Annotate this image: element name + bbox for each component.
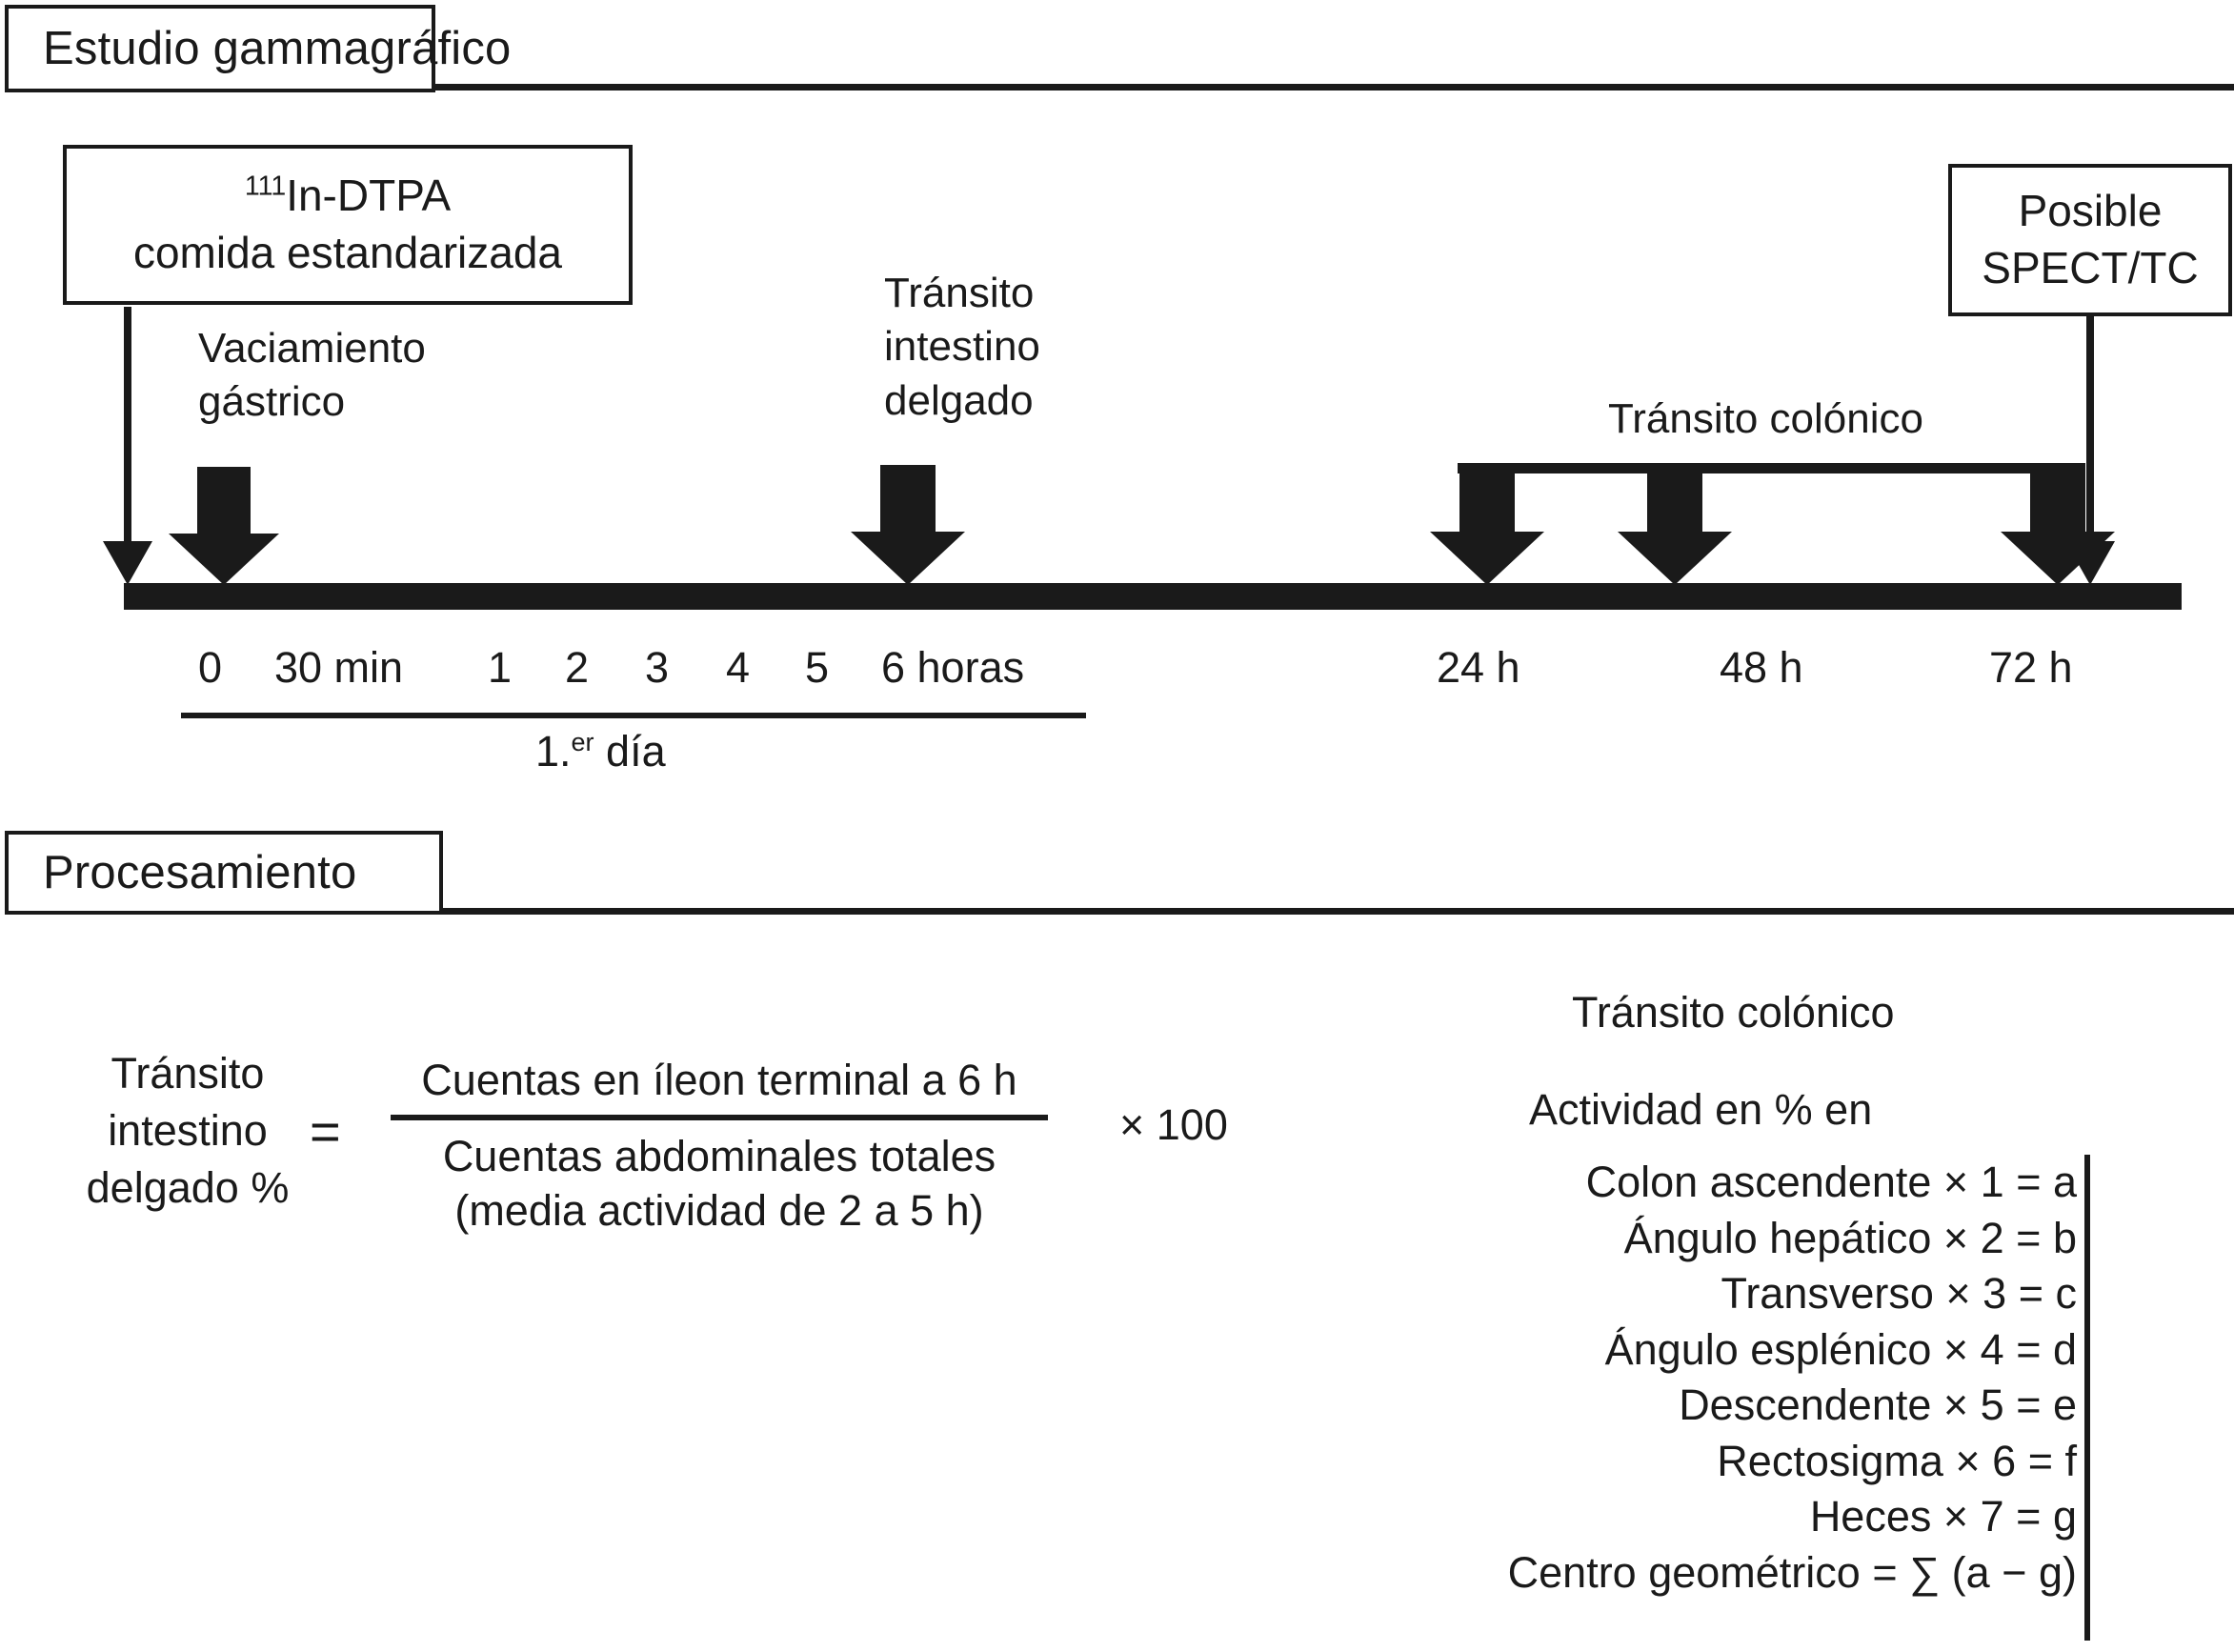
- tick-30min: 30 min: [274, 643, 404, 692]
- meal-ingestion-arrow: [103, 307, 152, 585]
- day-one-label: 1.er día: [535, 727, 666, 776]
- small-bowel-transit-label: Tránsito intestino delgado: [884, 270, 1040, 424]
- tick-24h: 24 h: [1437, 643, 1520, 692]
- tracer-line-1: 111In-DTPA: [245, 168, 451, 225]
- colonic-scoring-brace-line: [2084, 1155, 2090, 1641]
- small-bowel-fraction: Cuentas en íleon terminal a 6 h Cuentas …: [391, 1053, 1048, 1239]
- study-section-title: Estudio gammagráfico: [43, 22, 512, 74]
- tick-72h: 72 h: [1989, 643, 2073, 692]
- day-one-suffix: día: [594, 727, 666, 776]
- tick-3h: 3: [645, 643, 670, 692]
- tick-48h: 48 h: [1720, 643, 1803, 692]
- small-bowel-multiplier: × 100: [1119, 1100, 1228, 1149]
- colonic-row-rectosigma: Rectosigma × 6 = f: [1717, 1436, 2077, 1485]
- colonic-48h-arrow: [1618, 463, 1732, 585]
- tracer-name: In-DTPA: [286, 171, 452, 221]
- colonic-transit-label: Tránsito colónico: [1608, 395, 1923, 442]
- colonic-scoring-subtitle: Actividad en % en: [1529, 1085, 1873, 1134]
- day-one-ordinal-sup: er: [571, 728, 594, 756]
- gastric-emptying-arrow: [169, 467, 279, 585]
- tick-5h: 5: [805, 643, 830, 692]
- colonic-row-splenic: Ángulo esplénico × 4 = d: [1604, 1324, 2077, 1374]
- tick-0: 0: [198, 643, 223, 692]
- tick-6h: 6 horas: [881, 643, 1025, 692]
- colonic-row-descending: Descendente × 5 = e: [1679, 1380, 2077, 1429]
- small-bowel-formula-lhs: Tránsito intestino delgado %: [86, 1049, 290, 1212]
- colonic-row-geometric-center: Centro geométrico = ∑ (a − g): [1507, 1547, 2077, 1597]
- fraction-denominator: Cuentas abdominales totales (media activ…: [442, 1131, 996, 1236]
- fraction-numerator: Cuentas en íleon terminal a 6 h: [421, 1056, 1017, 1104]
- processing-section-rule: [429, 908, 2234, 915]
- spect-line-1: Posible: [2018, 186, 2163, 236]
- colonic-scoring-title: Tránsito colónico: [1572, 988, 1895, 1037]
- colonic-row-ascending: Colon ascendente × 1 = a: [1585, 1158, 2077, 1206]
- tick-2h: 2: [565, 643, 590, 692]
- colonic-row-transverse: Transverso × 3 = c: [1721, 1269, 2078, 1318]
- day-one-prefix: 1.: [535, 727, 572, 776]
- study-section-rule: [419, 84, 2234, 91]
- fraction-bar: [391, 1114, 1048, 1120]
- small-bowel-formula-equals: =: [310, 1101, 341, 1161]
- colonic-transit-connector: [1458, 463, 2058, 473]
- spect-pointer-arrow: [2065, 316, 2115, 585]
- spect-line-2: SPECT/TC: [1982, 243, 2199, 292]
- spect-callout-box: Posible SPECT/TC: [1948, 164, 2232, 316]
- day-one-rule: [181, 713, 1086, 718]
- processing-section-header: Procesamiento: [5, 831, 443, 915]
- gastric-emptying-label: Vaciamiento gástrico: [198, 325, 426, 426]
- tracer-callout-box: 111In-DTPA comida estandarizada: [63, 145, 633, 305]
- colonic-row-hepatic: Ángulo hepático × 2 = b: [1623, 1213, 2077, 1262]
- study-section-header: Estudio gammagráfico: [5, 5, 511, 92]
- processing-section-title: Procesamiento: [43, 846, 357, 898]
- tick-4h: 4: [726, 643, 751, 692]
- timeline-axis-bar: [124, 583, 2182, 610]
- small-bowel-transit-arrow: [851, 465, 965, 585]
- colonic-24h-arrow: [1430, 463, 1544, 585]
- colonic-scoring-list: Colon ascendente × 1 = a Ángulo hepático…: [1419, 1155, 2077, 1601]
- tracer-line-2: comida estandarizada: [132, 228, 563, 277]
- tick-1h: 1: [488, 643, 513, 692]
- isotope-mass-number: 111: [244, 171, 287, 202]
- colonic-row-feces: Heces × 7 = g: [1809, 1492, 2077, 1541]
